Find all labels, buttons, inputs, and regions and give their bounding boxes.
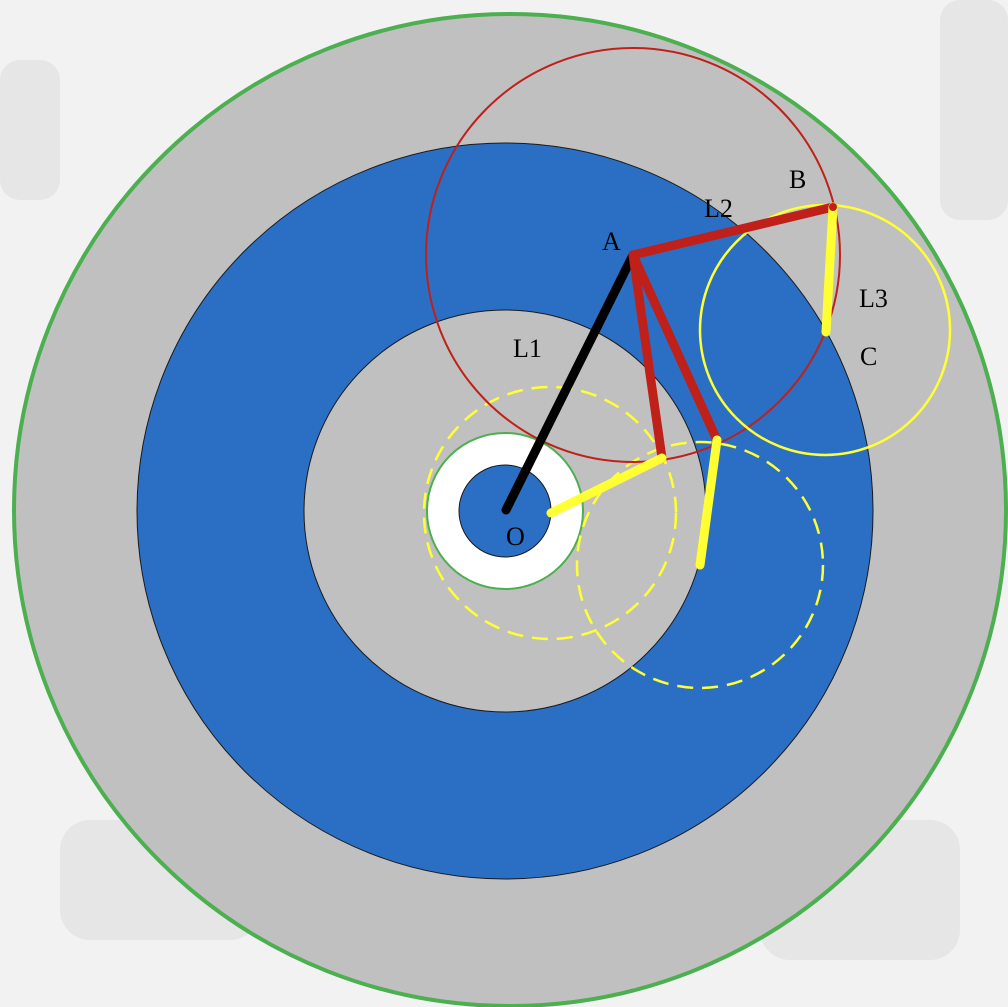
- joint-o: [502, 506, 510, 514]
- label-b: B: [789, 165, 806, 194]
- link-l1: [501, 250, 638, 515]
- link-l3-alt-2: [695, 435, 722, 570]
- label-o: O: [506, 522, 525, 551]
- dashed-reach-circle-outer: [575, 440, 825, 690]
- dashed-reach-circle-inner: [422, 385, 678, 641]
- label-l3: L3: [859, 284, 888, 313]
- link-l2-alt-1: [628, 250, 667, 463]
- label-l2: L2: [704, 194, 733, 223]
- joint-a: [629, 251, 637, 259]
- link-l3: [821, 202, 838, 337]
- label-l1: L1: [513, 334, 542, 363]
- label-c: C: [860, 342, 877, 371]
- link-l2-alt-2: [628, 250, 722, 445]
- link-l3-alt-1: [546, 453, 667, 518]
- reach-circle-l2: [425, 47, 841, 463]
- link-l2: [628, 202, 838, 260]
- joint-b: [829, 203, 837, 211]
- label-a: A: [602, 227, 621, 256]
